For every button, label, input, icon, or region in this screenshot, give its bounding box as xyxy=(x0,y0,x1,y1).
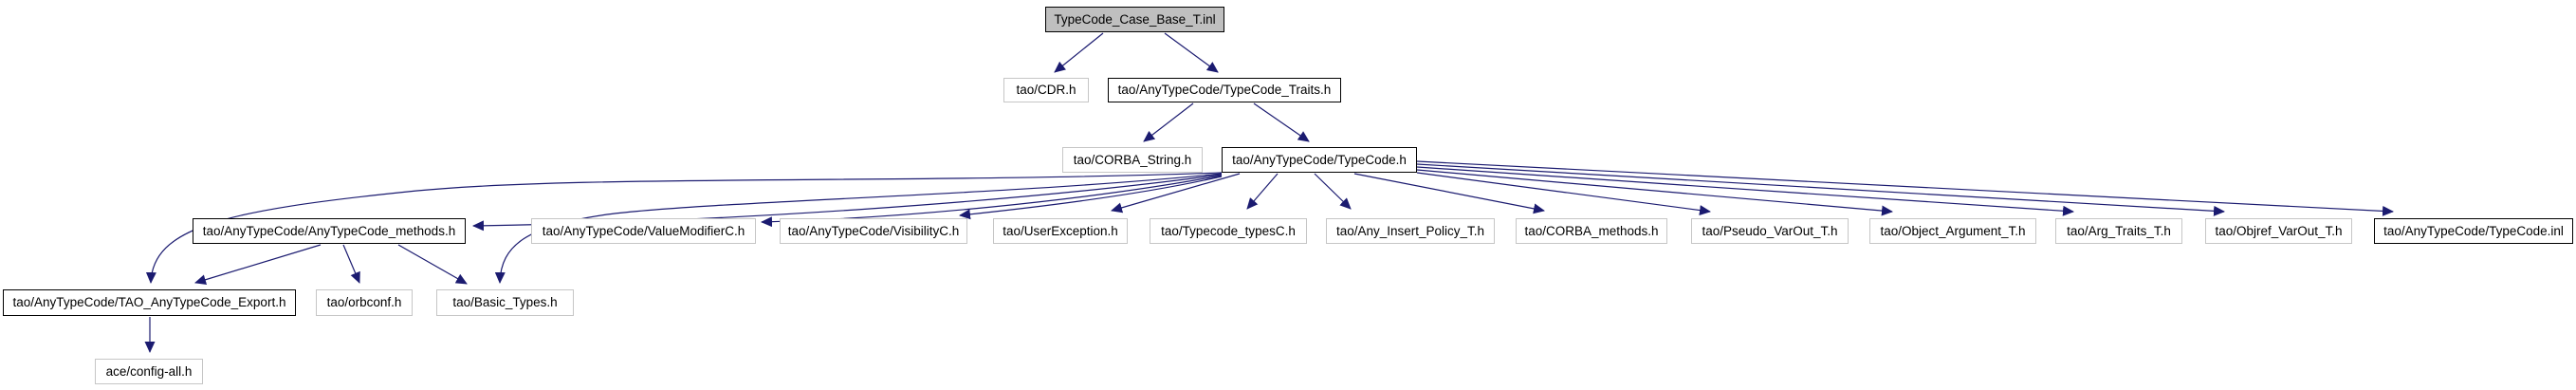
edge-typecode_traits_h--typecode_h xyxy=(1253,102,1310,142)
node-label-visibilityc_h: tao/AnyTypeCode/VisibilityC.h xyxy=(787,223,960,238)
node-any_insert_policy_t_h: tao/Any_Insert_Policy_T.h xyxy=(1326,218,1495,244)
edge-typecode_h--objref_varout_t_h xyxy=(1416,163,2225,216)
node-label-corba_methods_h: tao/CORBA_methods.h xyxy=(1524,223,1659,238)
edge-typecode_traits_h--corba_string_h xyxy=(1143,102,1194,142)
edge-typecode_h--tao_anytypecode_export_h xyxy=(145,172,1223,284)
edge-typecode_h--corba_methods_h xyxy=(1353,173,1545,214)
node-orbconf_h: tao/orbconf.h xyxy=(316,289,413,316)
edge-typecode_h--object_argument_t_h xyxy=(1416,169,1893,216)
node-ace_config_all_h: ace/config-all.h xyxy=(95,359,203,384)
node-label-tao_cdr_h: tao/CDR.h xyxy=(1016,83,1076,98)
node-typecode_typesc_h: tao/Typecode_typesC.h xyxy=(1150,218,1307,244)
node-label-typecode_traits_h: tao/AnyTypeCode/TypeCode_Traits.h xyxy=(1117,83,1332,98)
node-corba_methods_h: tao/CORBA_methods.h xyxy=(1516,218,1667,244)
node-visibilityc_h: tao/AnyTypeCode/VisibilityC.h xyxy=(780,218,967,244)
node-label-typecode_h: tao/AnyTypeCode/TypeCode.h xyxy=(1232,152,1407,167)
node-label-ace_config_all_h: ace/config-all.h xyxy=(105,363,193,379)
node-tao_cdr_h: tao/CDR.h xyxy=(1003,78,1089,102)
node-valuemodifierc_h: tao/AnyTypeCode/ValueModifierC.h xyxy=(531,218,756,244)
node-corba_string_h: tao/CORBA_String.h xyxy=(1062,147,1203,173)
node-typecode_h[interactable]: tao/AnyTypeCode/TypeCode.h xyxy=(1222,147,1417,173)
node-label-objref_varout_t_h: tao/Objref_VarOut_T.h xyxy=(2215,223,2343,238)
edge-typecode_h--pseudo_varout_t_h xyxy=(1416,172,1711,216)
edge-typecode_h--arg_traits_t_h xyxy=(1416,166,2074,216)
node-label-arg_traits_t_h: tao/Arg_Traits_T.h xyxy=(2067,223,2171,238)
node-typecode_case_base_t_inl: TypeCode_Case_Base_T.inl xyxy=(1045,7,1224,32)
node-pseudo_varout_t_h: tao/Pseudo_VarOut_T.h xyxy=(1691,218,1849,244)
edge-typecode_case_base_t_inl--typecode_traits_h xyxy=(1164,32,1219,73)
node-objref_varout_t_h: tao/Objref_VarOut_T.h xyxy=(2205,218,2352,244)
node-arg_traits_t_h: tao/Arg_Traits_T.h xyxy=(2055,218,2182,244)
node-label-typecode_case_base_t_inl: TypeCode_Case_Base_T.inl xyxy=(1054,11,1216,27)
node-label-orbconf_h: tao/orbconf.h xyxy=(326,295,402,310)
node-label-anytypecode_methods_h: tao/AnyTypeCode/AnyTypeCode_methods.h xyxy=(202,223,456,238)
node-label-valuemodifierc_h: tao/AnyTypeCode/ValueModifierC.h xyxy=(542,223,745,238)
node-tao_anytypecode_export_h[interactable]: tao/AnyTypeCode/TAO_AnyTypeCode_Export.h xyxy=(3,289,296,316)
node-label-basic_types_h: tao/Basic_Types.h xyxy=(452,295,558,310)
edge-typecode_h--typecode_typesc_h xyxy=(1246,173,1279,210)
node-label-tao_anytypecode_export_h: tao/AnyTypeCode/TAO_AnyTypeCode_Export.h xyxy=(12,295,286,310)
edge-typecode_h--basic_types_h xyxy=(494,173,1223,284)
edge-anytypecode_methods_h--tao_anytypecode_export_h xyxy=(194,244,322,286)
node-label-userexception_h: tao/UserException.h xyxy=(1003,223,1118,238)
node-label-pseudo_varout_t_h: tao/Pseudo_VarOut_T.h xyxy=(1702,223,1838,238)
node-basic_types_h: tao/Basic_Types.h xyxy=(436,289,574,316)
node-label-corba_string_h: tao/CORBA_String.h xyxy=(1073,152,1192,167)
node-label-typecode_typesc_h: tao/Typecode_typesC.h xyxy=(1161,223,1296,238)
node-typecode_traits_h[interactable]: tao/AnyTypeCode/TypeCode_Traits.h xyxy=(1108,78,1341,102)
node-userexception_h: tao/UserException.h xyxy=(993,218,1128,244)
edge-typecode_h--typecode_inl xyxy=(1416,160,2394,216)
node-object_argument_t_h: tao/Object_Argument_T.h xyxy=(1869,218,2036,244)
node-label-any_insert_policy_t_h: tao/Any_Insert_Policy_T.h xyxy=(1335,223,1485,238)
edge-typecode_case_base_t_inl--tao_cdr_h xyxy=(1054,32,1104,73)
edge-typecode_h--any_insert_policy_t_h xyxy=(1314,173,1352,210)
node-anytypecode_methods_h[interactable]: tao/AnyTypeCode/AnyTypeCode_methods.h xyxy=(193,218,466,244)
edge-typecode_h--visibilityc_h xyxy=(959,176,1223,220)
node-typecode_inl[interactable]: tao/AnyTypeCode/TypeCode.inl xyxy=(2374,218,2573,244)
node-label-object_argument_t_h: tao/Object_Argument_T.h xyxy=(1880,223,2026,238)
edge-anytypecode_methods_h--orbconf_h xyxy=(342,244,360,284)
edge-anytypecode_methods_h--basic_types_h xyxy=(397,244,468,285)
edge-typecode_h--userexception_h xyxy=(1111,173,1241,214)
node-label-typecode_inl: tao/AnyTypeCode/TypeCode.inl xyxy=(2383,223,2564,238)
